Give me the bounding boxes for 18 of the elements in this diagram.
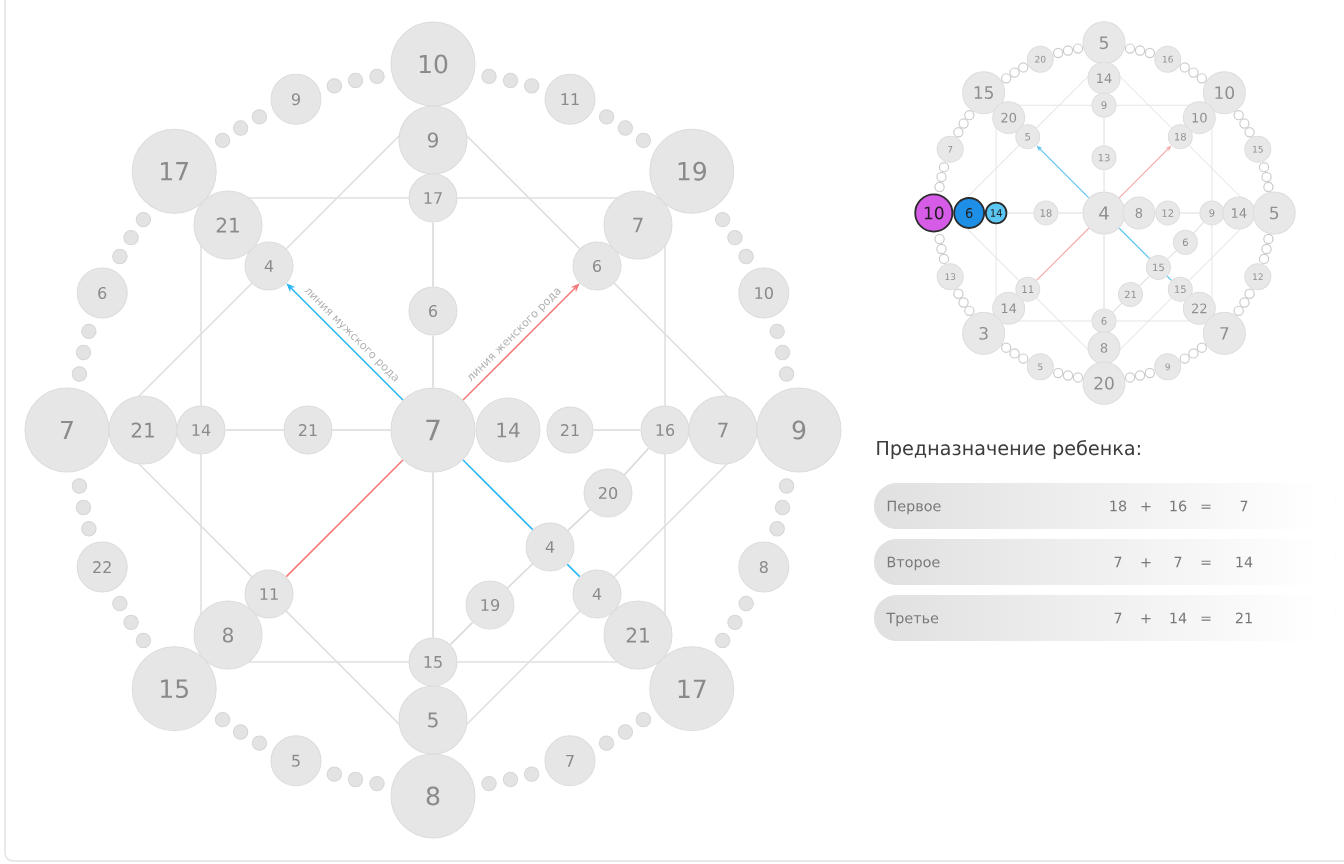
connector-line bbox=[566, 563, 581, 578]
connector-line bbox=[1118, 227, 1151, 260]
connector-line bbox=[506, 563, 534, 589]
result-row bbox=[874, 483, 1336, 529]
connector-line bbox=[462, 459, 534, 531]
result-row bbox=[874, 595, 1336, 641]
connector-line bbox=[285, 459, 404, 578]
result-row bbox=[874, 539, 1336, 585]
connector-line bbox=[1112, 302, 1123, 313]
section-heading: Предназначение ребенка: bbox=[877, 440, 1140, 459]
connector-line bbox=[1166, 275, 1173, 282]
connector-line bbox=[623, 447, 650, 476]
connector-line bbox=[1166, 250, 1177, 260]
connector-line bbox=[567, 508, 591, 532]
connector-line bbox=[1193, 221, 1205, 234]
connector-line bbox=[1138, 275, 1150, 287]
connector-line bbox=[1036, 227, 1090, 282]
connector-line bbox=[449, 621, 474, 646]
